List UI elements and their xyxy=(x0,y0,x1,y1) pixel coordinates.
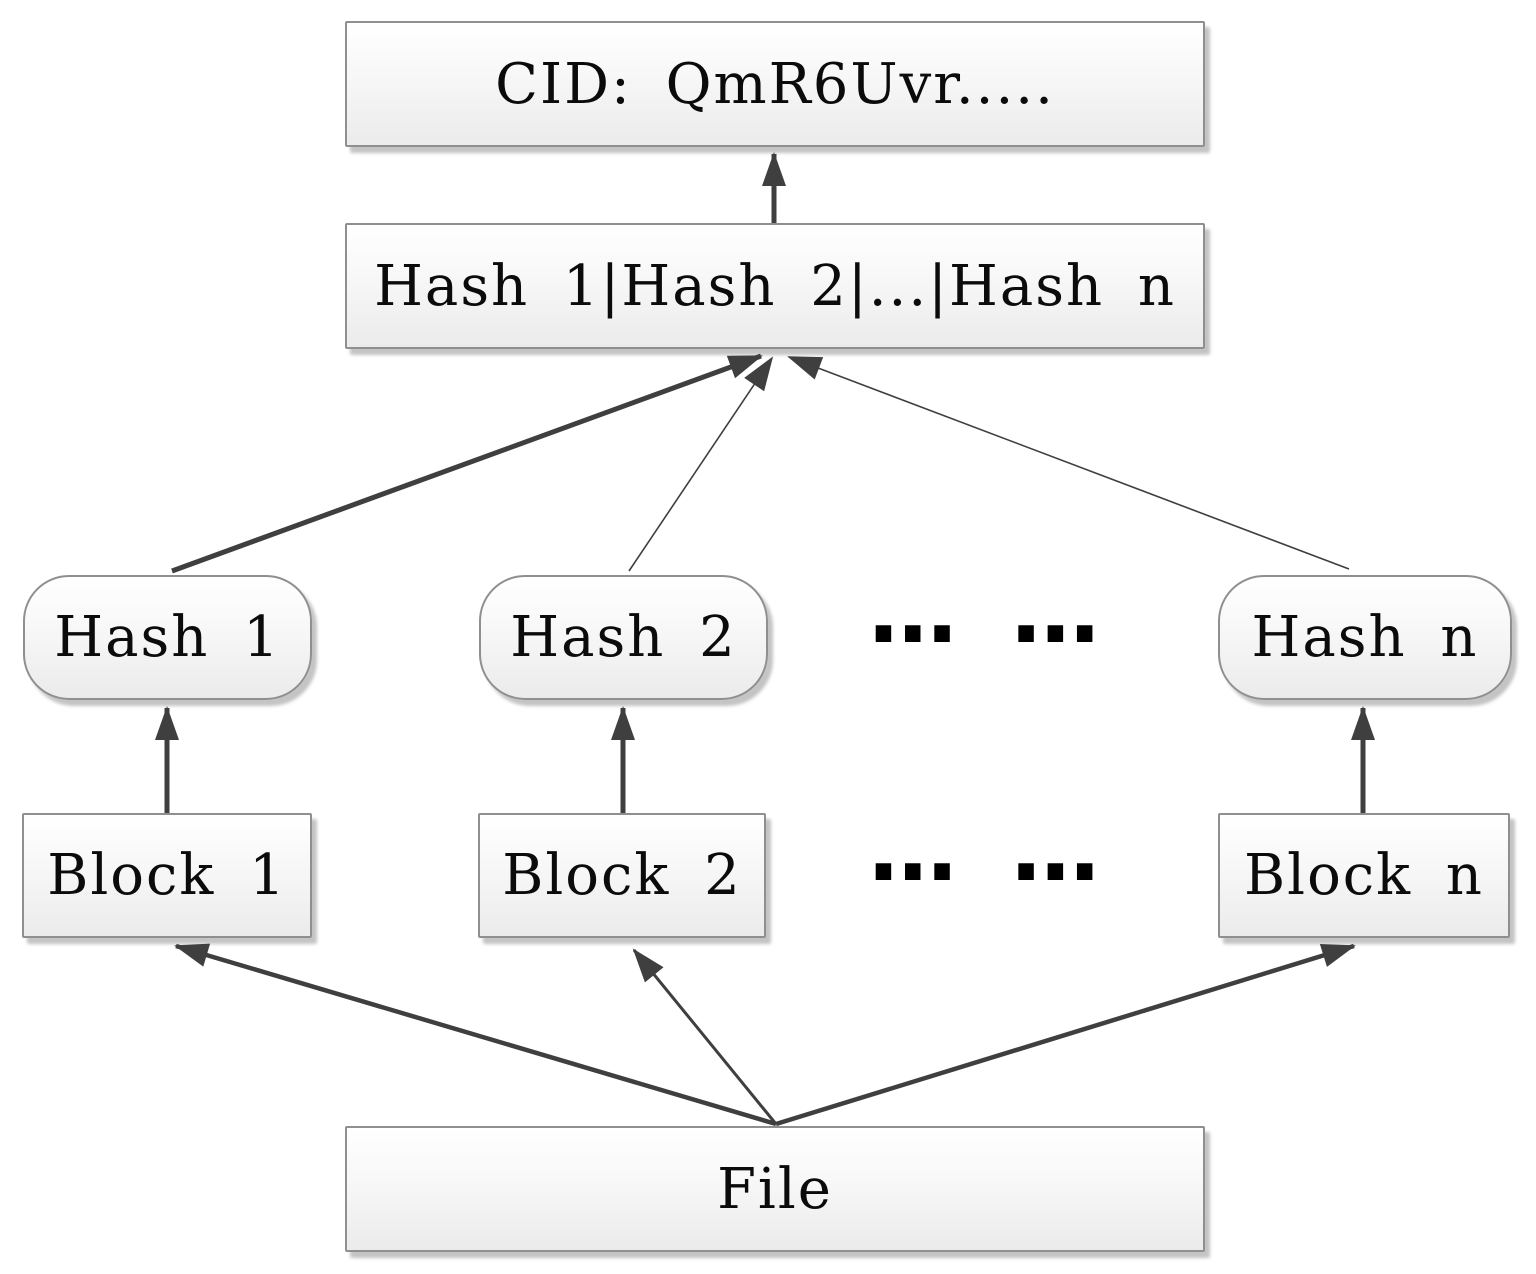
hash-n-label: Hash n xyxy=(1251,605,1479,670)
edge-file-to-block-1 xyxy=(174,943,777,1127)
node-block-n: Block n xyxy=(1218,813,1510,938)
file-label: File xyxy=(717,1156,833,1222)
hash-row-ellipsis: … … xyxy=(869,560,1100,700)
node-block-1: Block 1 xyxy=(22,813,312,938)
hash-1-label: Hash 1 xyxy=(54,605,281,670)
edge-hash-n-to-hash-list xyxy=(787,356,1350,570)
edge-hash-1-to-hash-list xyxy=(171,353,763,574)
cid-label: CID: QmR6Uvr..... xyxy=(495,51,1055,117)
node-hash-2: Hash 2 xyxy=(479,575,768,700)
block-row-ellipsis-dots: … … xyxy=(868,798,1104,901)
edge-hash-2-to-hash-list xyxy=(628,356,774,572)
block-1-label: Block 1 xyxy=(47,843,287,908)
node-hash-1: Hash 1 xyxy=(23,575,312,700)
hash-row-ellipsis-dots: … … xyxy=(868,560,1104,663)
node-block-2: Block 2 xyxy=(478,813,766,938)
block-row-ellipsis: … … xyxy=(869,798,1100,938)
hash-2-label: Hash 2 xyxy=(510,605,737,670)
block-n-label: Block n xyxy=(1244,843,1484,908)
block-2-label: Block 2 xyxy=(502,843,742,908)
node-cid: CID: QmR6Uvr..... xyxy=(345,21,1205,147)
edge-file-to-block-2 xyxy=(632,948,778,1125)
node-hash-list: Hash 1|Hash 2|...|Hash n xyxy=(345,223,1205,349)
hash-list-label: Hash 1|Hash 2|...|Hash n xyxy=(374,253,1176,319)
edge-file-to-block-n xyxy=(775,943,1356,1127)
node-file: File xyxy=(345,1126,1205,1252)
node-hash-n: Hash n xyxy=(1218,575,1512,700)
